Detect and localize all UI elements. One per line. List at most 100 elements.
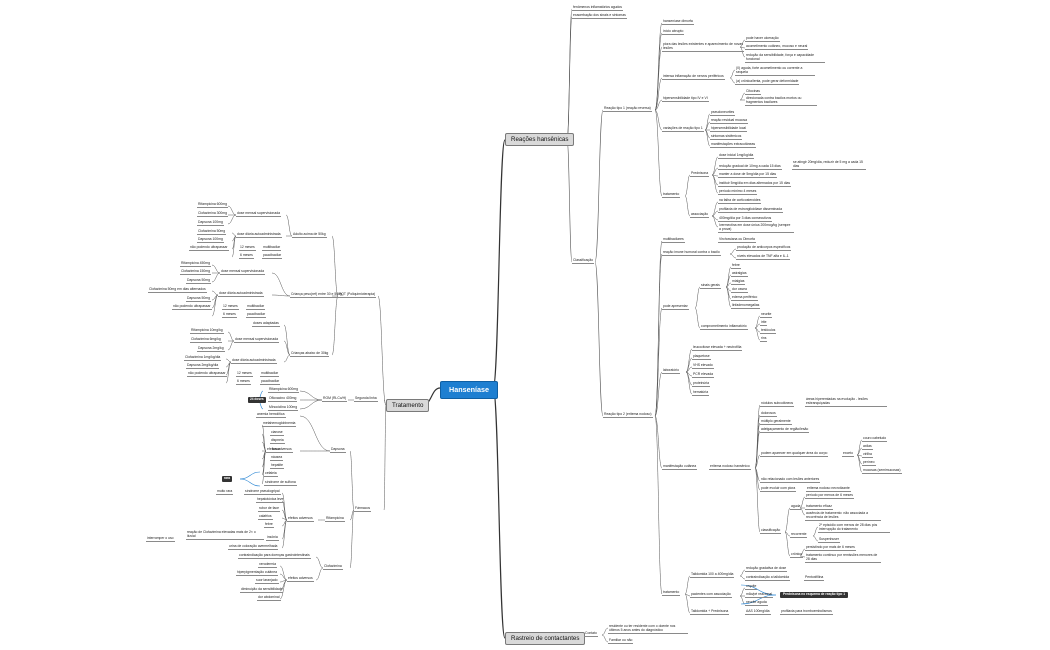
dapsona-efeito-item[interactable]: dispneia: [270, 438, 285, 444]
node-paucibacilar[interactable]: paucibacilar: [246, 312, 267, 318]
node-doze-meses[interactable]: 12 meses: [236, 371, 253, 377]
node-eritema-nodoso[interactable]: eritema nodoso hansênico: [709, 464, 751, 470]
associacao-item[interactable]: na falha de corticosteroides: [718, 198, 762, 204]
laboratorio-item[interactable]: VHS elevado: [692, 363, 714, 369]
node-forma-aguda[interactable]: (0) aguda, forte acometimento ou corrent…: [735, 66, 815, 76]
variacao-item[interactable]: pseudoneurites: [710, 110, 736, 116]
recorrente-item[interactable]: 2º episódio com menos de 28 dias pós int…: [818, 523, 890, 533]
node-farmacos[interactable]: Fármacos: [354, 506, 372, 512]
node-inicio-abrupto[interactable]: início abrupto: [662, 29, 685, 35]
node-crianca-abaixo[interactable]: Crianças abaixo de 30kg: [290, 351, 330, 357]
laboratorio-item[interactable]: hematúria: [692, 390, 710, 396]
adulto-mensal-item[interactable]: Rifampicina 600mg: [197, 202, 229, 208]
node-cronica[interactable]: crônica: [790, 552, 803, 558]
node-multibacilar[interactable]: multibacilar: [260, 371, 280, 377]
recorrente-item[interactable]: Suspenhuser: [818, 537, 840, 543]
node-citocinas[interactable]: Citocinas: [745, 89, 761, 95]
node-piora-lesoes[interactable]: piora das lesões existentes e aparecimen…: [662, 42, 744, 52]
node-exacerbacao[interactable]: exacerbação dos sinais e sintomas: [572, 13, 627, 19]
comprometimento-item[interactable]: irite: [760, 320, 768, 326]
aguda-item[interactable]: tratamento eficaz: [805, 504, 834, 510]
abaixo-mensal-item[interactable]: Rifampicina 10mg/kg: [190, 328, 224, 334]
clofazimina-efeito-item[interactable]: xerodermia: [258, 562, 277, 568]
adulto-mensal-item[interactable]: Clofazimina 300mg: [197, 211, 229, 217]
comprometimento-item[interactable]: neurite: [760, 312, 773, 318]
node-fenomenos[interactable]: fenômenos inflamatórios agudos: [572, 5, 624, 11]
node-multibacilares[interactable]: multibacilares: [662, 237, 685, 243]
rom-item[interactable]: Minociclina 100mg: [268, 405, 299, 411]
clofazimina-efeito-item[interactable]: suor laranjado: [255, 578, 279, 584]
sinal-item[interactable]: astralgias: [731, 271, 748, 277]
node-evoluir[interactable]: pode evoluir com piora: [760, 486, 797, 492]
node-variacoes-tipo1[interactable]: variações de reação tipo 1: [662, 126, 704, 132]
node-dapsona[interactable]: Dapsona: [330, 447, 346, 453]
prednisona-item[interactable]: dose inicial 1mg/kg/dia: [718, 153, 755, 159]
dapsona-efeito-item[interactable]: náusea: [270, 455, 284, 461]
node-reacao-tipo2[interactable]: Reação tipo 2 (eritema nodoso): [603, 412, 653, 418]
node-doses-adaptadas[interactable]: doses adaptadas: [252, 321, 280, 327]
node-crianca-mensal[interactable]: dose mensal supervisionada: [220, 269, 265, 275]
node-recorrente[interactable]: recorrente: [790, 532, 808, 538]
node-aas[interactable]: AAS 100mg/dia: [745, 609, 771, 615]
dapsona-efeito-item[interactable]: tosse: [271, 447, 282, 453]
node-producao-anticorpos[interactable]: produção de anticorpos específicos: [736, 245, 792, 251]
paciente-item[interactable]: orquite: [745, 584, 758, 590]
node-adulto-mensal[interactable]: dose mensal supervisionada: [236, 211, 281, 217]
excecao-item[interactable]: axilas: [862, 444, 873, 450]
node-reacao-tipo1[interactable]: Reação tipo 1 (reação reversa): [603, 106, 652, 112]
node-tratamento-tipo1[interactable]: tratamento: [662, 192, 681, 198]
node-virchowiana[interactable]: Virchowiana ou Dimorfa: [718, 237, 756, 243]
node-adulto[interactable]: Adulto acima de 50kg: [292, 232, 327, 238]
node-seis-meses[interactable]: 6 meses: [222, 312, 237, 318]
abaixo-mensal-item[interactable]: Clofazimina 6mg/kg: [190, 337, 222, 343]
node-dolorosos[interactable]: dolorosos: [760, 411, 777, 417]
node-lesoes-hiper[interactable]: áreas hiperemiadas na evolução - lesões …: [805, 397, 887, 407]
clofazimina-efeito-item[interactable]: diminuição da sensibilidade: [240, 587, 284, 593]
prednisona-item[interactable]: manter a dose de 5mg/dia por 15 dias: [718, 172, 778, 178]
variacao-item[interactable]: sintomas sistêmicos: [710, 134, 743, 140]
prednisona-item[interactable]: redução gradual de 10mg a cada 15 dias: [718, 164, 782, 170]
node-doze-meses[interactable]: 12 meses: [239, 245, 256, 251]
laboratorio-item[interactable]: proteinúria: [692, 381, 711, 387]
tag-24-doses[interactable]: 24 doses: [248, 397, 266, 403]
node-abaixo-diaria[interactable]: dose diária autoadministrada: [231, 358, 277, 364]
abaixo-mensal-item[interactable]: Dapsona 2mg/kg: [197, 346, 225, 352]
node-nao-podendo[interactable]: não podendo ultrapassar: [187, 371, 227, 377]
rom-item[interactable]: Rifampicina 600mg: [268, 387, 300, 393]
node-paucibacilar[interactable]: paucibacilar: [260, 379, 281, 385]
rom-item[interactable]: Ofloxacino 400mg: [268, 396, 298, 402]
node-eritema-necrotico[interactable]: eritema nodoso necrotizante: [806, 486, 851, 492]
node-reacao-clofazimina[interactable]: reação de Clofazimina elevadas mais de 2…: [186, 530, 264, 540]
aguda-item[interactable]: período por menos de 6 meses: [805, 493, 854, 499]
cronica-item[interactable]: persistindo por mais de 6 meses: [805, 545, 856, 551]
branch-rastreio-contactantes[interactable]: Rastreio de contactantes: [505, 632, 586, 646]
node-nao-podendo[interactable]: não podendo ultrapassar: [189, 245, 229, 251]
node-pentoxifilina[interactable]: Pentoxifilina: [804, 575, 825, 581]
dapsona-efeito-item[interactable]: hepatite: [270, 463, 285, 469]
crianca-mensal-item[interactable]: Clofazimina 150mg: [180, 269, 212, 275]
node-pode-ulceracao[interactable]: pode haver ulceração: [745, 36, 780, 42]
prednisona-item[interactable]: instituir 5mg/dia em dias alternados por…: [718, 181, 792, 187]
node-podem-aparecer[interactable]: podem aparecer em qualquer área do corpo: [760, 451, 829, 457]
clofazimina-efeito-item[interactable]: hiperpigmentação cutânea: [236, 570, 278, 576]
sinal-item[interactable]: mialgias: [731, 279, 746, 285]
node-talidomida[interactable]: Talidomida 100 a 400mg/dia: [690, 572, 735, 578]
node-rom[interactable]: ROM (RLCo/H): [322, 396, 348, 402]
rifampicina-efeito-item[interactable]: hepatotóxica leve: [256, 497, 285, 503]
node-seis-meses[interactable]: 6 meses: [239, 253, 254, 259]
sinal-item[interactable]: edema periférico: [731, 295, 759, 301]
branch-reacoes-hansenicas[interactable]: Reações hansênicas: [505, 133, 575, 147]
node-anemia[interactable]: anemia hemolítica: [256, 412, 286, 418]
node-muito-rara[interactable]: muito rara: [216, 489, 234, 495]
adulto-mensal-item[interactable]: Dapsona 100mg: [197, 220, 224, 226]
node-urina-laranja[interactable]: urina de coloração avermelhada: [228, 544, 279, 550]
node-crianca-diaria[interactable]: dose diária autoadministrada: [218, 291, 264, 297]
variacao-item[interactable]: hipersensibilidade local: [710, 126, 748, 132]
node-familiar[interactable]: Familiar ou não: [608, 638, 634, 644]
node-contato[interactable]: Contato: [584, 631, 598, 637]
node-talid-pred[interactable]: Talidomida + Prednisona: [690, 609, 730, 615]
node-rifampicina[interactable]: Rifampicina: [325, 516, 345, 522]
node-forma-cronica[interactable]: (a) crônica/lenta, pode gerar deformidad…: [735, 79, 800, 85]
root-node-hanseniase[interactable]: Hanseníase: [440, 381, 498, 400]
crianca-diaria-item[interactable]: Dapsona 50mg: [186, 296, 211, 302]
